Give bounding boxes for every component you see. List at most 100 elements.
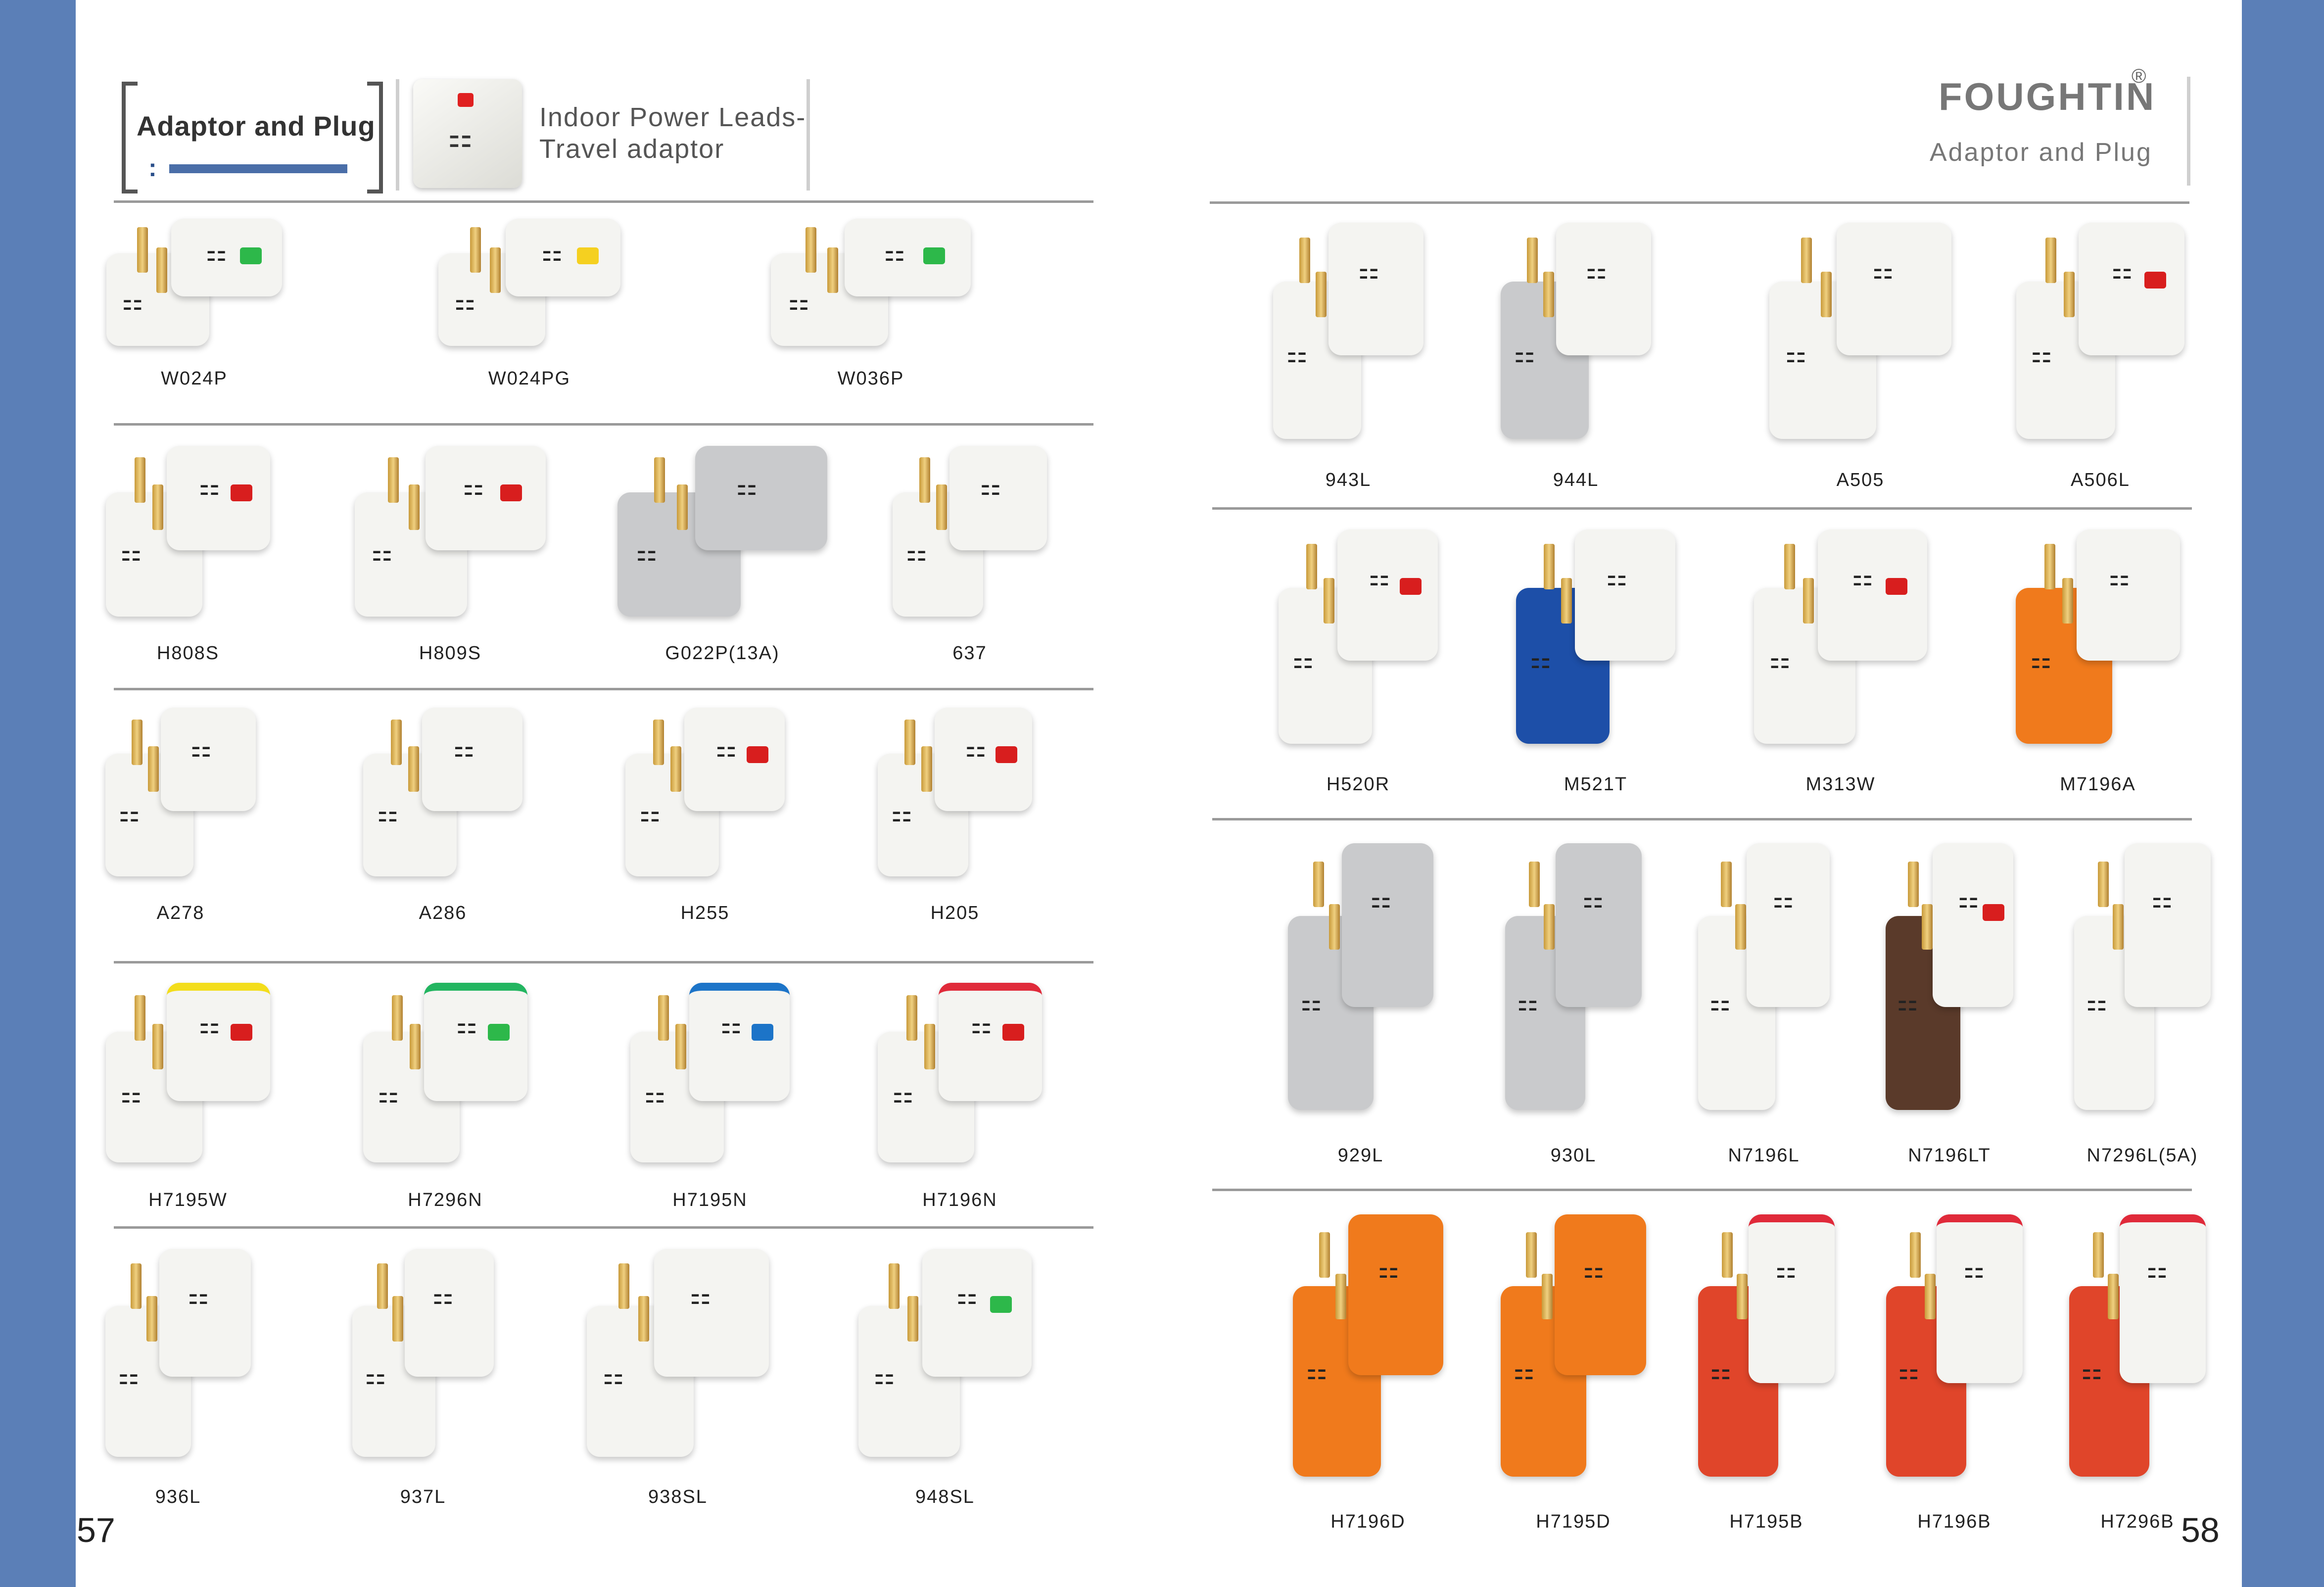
plug-pin-icon — [1735, 904, 1746, 950]
model-number: N7296L(5A) — [2087, 1145, 2198, 1166]
product-image: ⚏⚏ — [1267, 213, 1430, 459]
model-number: 637 — [952, 643, 987, 664]
model-number: 944L — [1553, 470, 1599, 490]
plug-pin-icon — [131, 1263, 142, 1309]
adaptor-body-front — [425, 445, 546, 551]
plug-pin-icon — [658, 995, 669, 1041]
plug-pin-icon — [936, 484, 947, 530]
model-number: N7196L — [1728, 1145, 1800, 1166]
product-image: ⚏⚏ — [1692, 831, 1836, 1134]
socket-icon: ⚏ — [463, 474, 484, 500]
adaptor-body-front — [424, 983, 527, 1101]
model-number: H255 — [680, 903, 730, 923]
plug-pin-icon — [408, 746, 419, 792]
product-item: ⚏⚏ 944L — [1494, 213, 1658, 497]
plug-pin-icon — [1316, 272, 1327, 318]
product-image: ⚏⚏ — [609, 438, 836, 632]
product-image: ⚏⚏ — [356, 975, 534, 1179]
plug-pin-icon — [137, 227, 148, 273]
model-number: H7296B — [2100, 1511, 2175, 1532]
socket-icon: ⚏ — [690, 1283, 711, 1309]
rule — [1212, 1189, 2192, 1191]
plug-pin-icon — [1801, 237, 1812, 283]
product-item: ⚏⚏H7296N — [356, 975, 534, 1217]
socket-icon: ⚏ — [118, 1363, 140, 1390]
socket-icon: ⚏ — [122, 289, 143, 315]
product-item: ⚏⚏ 637 — [886, 438, 1054, 671]
product-image: ⚏⚏ — [1286, 1202, 1450, 1500]
socket-icon: ⚏ — [970, 1012, 992, 1039]
product-item: ⚏⚏A278 — [99, 700, 262, 930]
socket-icon: ⚏ — [1898, 1358, 1920, 1385]
socket-icon: ⚏ — [1957, 887, 1979, 914]
plug-pin-icon — [1821, 272, 1832, 318]
socket-icon: ⚏ — [378, 1082, 399, 1108]
model-number: W036P — [837, 368, 904, 389]
product-image: ⚏⚏ — [430, 213, 628, 357]
product-image: ⚏⚏ — [762, 213, 980, 357]
model-number: W024P — [161, 368, 228, 389]
adaptor-body-front — [1556, 843, 1642, 1007]
adaptor-body-front — [1337, 529, 1438, 661]
product-item: ⚏⚏H7195B — [1692, 1202, 1841, 1539]
product-image: ⚏⚏ — [1272, 520, 1445, 763]
product-image: ⚏⚏ — [886, 438, 1054, 632]
plug-pin-icon — [1922, 904, 1933, 950]
model-number: M7196A — [2060, 774, 2136, 795]
product-image: ⚏⚏ — [1494, 213, 1658, 459]
rule — [114, 1226, 1093, 1229]
product-item: ⚏⚏948SL — [851, 1240, 1039, 1514]
model-number: 948SL — [915, 1487, 975, 1507]
plug-pin-icon — [1319, 1232, 1330, 1278]
socket-icon: ⚏ — [365, 1363, 386, 1390]
socket-icon: ⚏ — [788, 289, 809, 315]
plug-pin-icon — [1737, 1274, 1748, 1320]
indicator-light-icon — [231, 484, 253, 502]
plug-pin-icon — [827, 247, 838, 293]
adaptor-body-front — [689, 983, 790, 1101]
product-image: ⚏⚏ — [346, 1240, 500, 1476]
product-image: ⚏⚏ — [99, 975, 277, 1179]
socket-icon: ⚏ — [715, 735, 737, 762]
socket-icon: ⚏ — [1358, 258, 1379, 285]
plug-pin-icon — [1803, 578, 1814, 624]
adaptor-body-front — [422, 708, 522, 812]
socket-icon: ⚏ — [1513, 1358, 1535, 1385]
plug-pin-icon — [653, 719, 664, 765]
plug-pin-icon — [1561, 578, 1572, 624]
header-divider — [2187, 77, 2190, 186]
plug-pin-icon — [152, 1023, 163, 1069]
product-item: ⚏⚏ W036P — [762, 213, 980, 396]
model-number: H809S — [419, 643, 482, 664]
plug-pin-icon — [152, 484, 163, 530]
product-item: ⚏⚏943L — [1267, 213, 1430, 497]
socket-icon: ⚏ — [2108, 564, 2130, 591]
plug-pin-icon — [1527, 237, 1538, 283]
product-item: ⚏⚏H7196D — [1286, 1202, 1450, 1539]
socket-icon: ⚏ — [1530, 647, 1552, 673]
socket-icon: ⚏ — [603, 1363, 624, 1390]
section-title-bar — [169, 164, 347, 173]
rule — [114, 423, 1093, 426]
product-image: ⚏⚏ — [579, 1240, 777, 1476]
product-image: ⚏⚏ — [356, 700, 529, 892]
subtitle-line-1: Indoor Power Leads- — [539, 102, 806, 132]
plug-pin-icon — [1335, 1274, 1346, 1320]
socket-icon: ⚏ — [377, 801, 399, 827]
adaptor-body-front — [1348, 1214, 1443, 1376]
socket-icon: ⚏ — [198, 1012, 220, 1039]
socket-icon: ⚏ — [2030, 647, 2052, 673]
adaptor-body-front — [949, 445, 1047, 551]
product-image: ⚏⚏ — [1747, 520, 1935, 763]
adaptor-body-front — [2076, 529, 2180, 661]
product-image: ⚏⚏ — [618, 700, 792, 892]
plug-pin-icon — [2093, 1232, 2104, 1278]
adaptor-body-front — [922, 1249, 1032, 1377]
page-number-left: 57 — [77, 1511, 115, 1549]
indicator-light-icon — [488, 1023, 510, 1041]
adaptor-body-front — [695, 445, 827, 551]
plug-pin-icon — [618, 1263, 629, 1309]
model-number: N7196LT — [1908, 1145, 1991, 1166]
plug-pin-icon — [1908, 862, 1919, 908]
socket-icon: ⚏ — [1709, 990, 1731, 1016]
